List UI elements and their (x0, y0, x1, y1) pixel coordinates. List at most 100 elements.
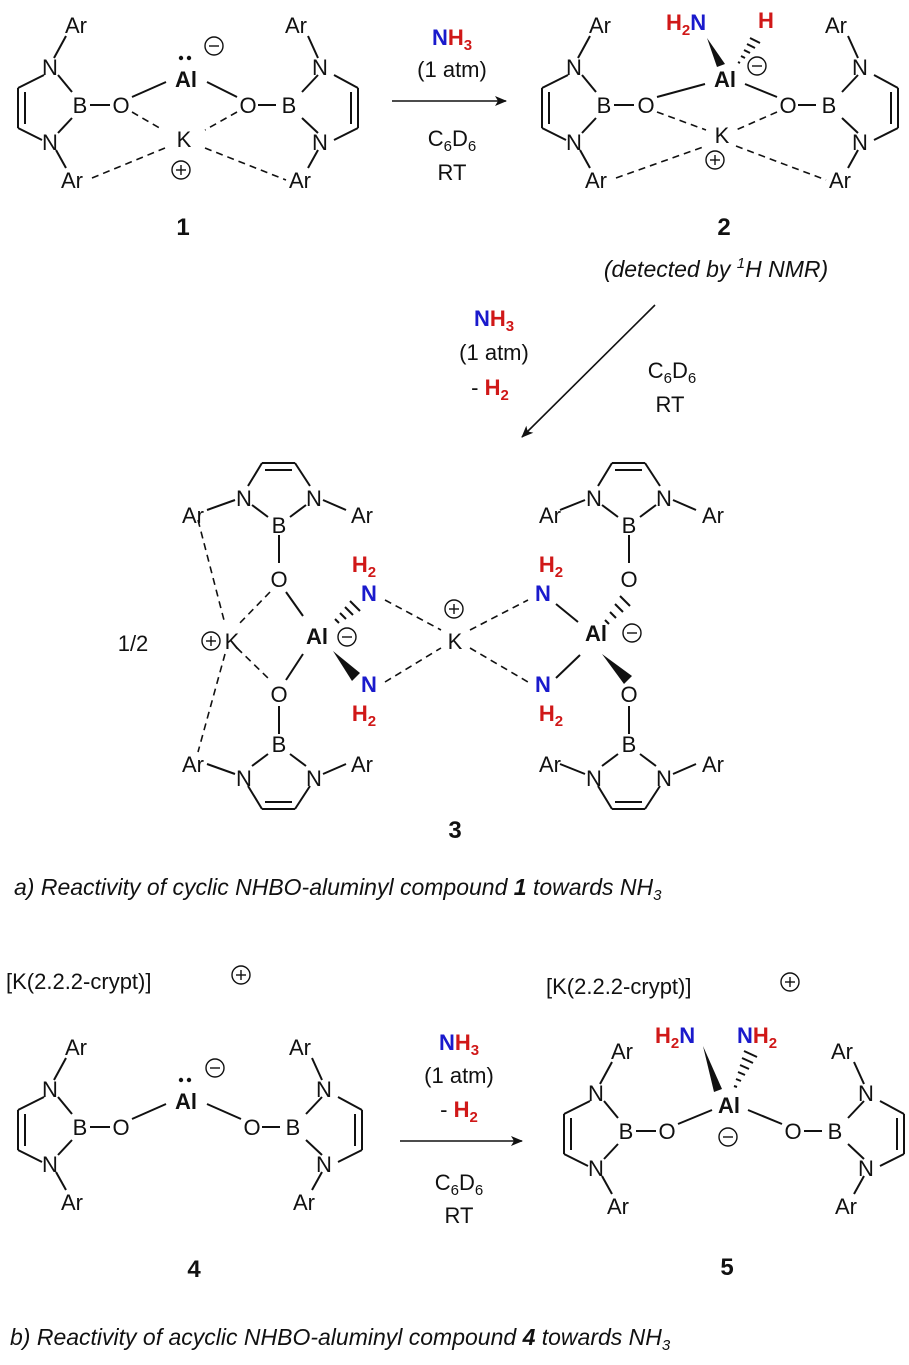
compound-1-ar-top-right: Ar (285, 13, 307, 38)
compound-4-b-right: B (286, 1115, 301, 1140)
compound-2-o-right: O (779, 93, 796, 118)
compound-4-bonds (17, 1057, 363, 1191)
compound-2-b-left: B (597, 93, 612, 118)
reagent-solvent: C6D6 (428, 126, 476, 155)
compound-3-b: B (622, 513, 637, 538)
compound-3-ar-5: Ar (539, 503, 561, 528)
compound-2-ar-bottom-right: Ar (829, 168, 851, 193)
compound-3-ar-4: Ar (351, 752, 373, 777)
compound-5-n-bottom-right: N (858, 1156, 874, 1181)
compound-4-ar-bottom-right: Ar (293, 1190, 315, 1215)
compound-3-amide-n: N (361, 581, 377, 606)
wedge-bond (703, 1046, 722, 1092)
compound-1: Ar N B O N Ar Al K O B N N Ar Ar 1 (17, 13, 359, 241)
arrow-line (521, 304, 656, 438)
compound-2-n-top-left: N (566, 55, 582, 80)
reagent-solvent: C6D6 (435, 1170, 483, 1199)
reaction-arrow-2-to-3: NH3 (1 atm) - H2 C6D6 RT (459, 304, 696, 438)
compound-label-2: 2 (717, 214, 730, 241)
compound-2-b-right: B (822, 93, 837, 118)
caption-b: b) Reactivity of acyclic NHBO-aluminyl c… (10, 1324, 671, 1354)
compound-1-k: K (177, 127, 192, 152)
compound-3-amide-n: N (535, 581, 551, 606)
hashed-bond (604, 595, 631, 625)
lone-pair-dot (186, 1077, 192, 1083)
plus-charge-icon (201, 631, 221, 651)
wedge-bond (707, 38, 725, 67)
hashed-bond (737, 37, 761, 64)
compound-4-n-bottom-right: N (316, 1152, 332, 1177)
compound-2-n-bottom-left: N (566, 130, 582, 155)
compound-5-o-left: O (658, 1119, 675, 1144)
minus-charge-icon (622, 623, 642, 643)
reagent-pressure: (1 atm) (417, 57, 487, 82)
compound-3-amide-h2: H2 (352, 701, 376, 730)
compound-3-n: N (306, 486, 322, 511)
minus-charge-icon (337, 627, 357, 647)
compound-5-o-right: O (784, 1119, 801, 1144)
compound-5-b-right: B (828, 1119, 843, 1144)
compound-label-5: 5 (720, 1254, 733, 1281)
compound-3-n: N (656, 766, 672, 791)
compound-1-b-left: B (73, 93, 88, 118)
reaction-arrow-4-to-5: NH3 (1 atm) - H2 C6D6 RT (400, 1030, 523, 1228)
compound-1-n-top-left: N (42, 55, 58, 80)
compound-3-amide-n: N (361, 672, 377, 697)
compound-5-n-bottom-left: N (588, 1156, 604, 1181)
compound-1-ar-top-left: Ar (65, 13, 87, 38)
plus-charge-icon (705, 150, 725, 170)
compound-2-hydride: H (758, 8, 774, 33)
compound-2-al: Al (714, 67, 736, 92)
compound-4-ar-top-right: Ar (289, 1035, 311, 1060)
reagent-nh3: NH3 (432, 25, 472, 54)
compound-2-n-top-right: N (852, 55, 868, 80)
compound-1-n-bottom-left: N (42, 130, 58, 155)
compound-label-1: 1 (176, 214, 189, 241)
compound-5-al: Al (718, 1093, 740, 1118)
compound-5-cation: [K(2.2.2-crypt)] (546, 974, 691, 999)
compound-3-k-center: K (448, 629, 463, 654)
compound-1-ar-bottom-left: Ar (61, 168, 83, 193)
compound-3-al-left: Al (306, 624, 328, 649)
compound-3-o: O (270, 567, 287, 592)
compound-5-nh2: NH2 (737, 1023, 777, 1052)
compound-1-b-right: B (282, 93, 297, 118)
compound-3-k-left: K (225, 629, 240, 654)
lone-pair-dot (178, 1077, 184, 1083)
compound-2-ar-top-left: Ar (589, 13, 611, 38)
compound-1-n-top-right: N (312, 55, 328, 80)
compound-5-ar-bottom-right: Ar (835, 1194, 857, 1219)
compound-4-n-top-left: N (42, 1077, 58, 1102)
lone-pair-dot (186, 55, 192, 61)
compound-1-o-left: O (112, 93, 129, 118)
reaction-arrow-1-to-2: NH3 (1 atm) C6D6 RT (392, 25, 507, 185)
compound-5-ar-top-left: Ar (611, 1039, 633, 1064)
compound-5-bonds (563, 1061, 905, 1195)
compound-3-n: N (236, 486, 252, 511)
compound-label-4: 4 (187, 1256, 201, 1283)
compound-4-n-bottom-left: N (42, 1152, 58, 1177)
compound-4-ar-top-left: Ar (65, 1035, 87, 1060)
compound-5-n-top-right: N (858, 1081, 874, 1106)
compound-3-b: B (272, 513, 287, 538)
compound-4-o-right: O (243, 1115, 260, 1140)
compound-5-ar-bottom-left: Ar (607, 1194, 629, 1219)
compound-2-n-bottom-right: N (852, 130, 868, 155)
compound-3: 1/2 (118, 462, 724, 844)
compound-3-ar-6: Ar (702, 503, 724, 528)
compound-3-n: N (586, 486, 602, 511)
reagent-temperature: RT (445, 1203, 474, 1228)
reagent-h2-loss: - H2 (440, 1097, 478, 1126)
compound-1-bonds (17, 35, 359, 181)
compound-2-o-left: O (637, 93, 654, 118)
compound-4-al: Al (175, 1089, 197, 1114)
reagent-temperature: RT (656, 392, 685, 417)
compound-4-b-left: B (73, 1115, 88, 1140)
reagent-pressure: (1 atm) (424, 1063, 494, 1088)
compound-5-h2n: H2N (655, 1023, 695, 1052)
reagent-h2-loss: - H2 (471, 375, 509, 404)
compound-3-n: N (306, 766, 322, 791)
detection-note: (detected by 1H NMR) (604, 255, 828, 282)
compound-3-ar-7: Ar (539, 752, 561, 777)
compound-3-ar-8: Ar (702, 752, 724, 777)
